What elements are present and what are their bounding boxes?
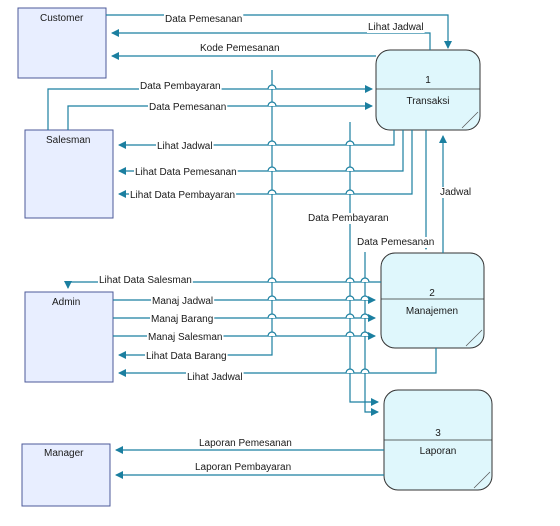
label-cust-data-pemesanan: Data Pemesanan	[165, 14, 242, 25]
label-kode-pemesanan: Kode Pemesanan	[200, 43, 280, 54]
label-lihat-data-pemesanan: Lihat Data Pemesanan	[135, 167, 237, 178]
label-lihat-data-pembayaran: Lihat Data Pembayaran	[130, 190, 235, 201]
label-manaj-salesman: Manaj Salesman	[148, 332, 222, 343]
label-data-pemesanan-laporan: Data Pemesanan	[357, 237, 434, 248]
process-3-number: 3	[435, 428, 441, 439]
flow-lihat-data-salesman	[64, 281, 381, 289]
label-data-pembayaran-laporan: Data Pembayaran	[308, 213, 389, 224]
process-2-number: 2	[429, 288, 435, 299]
entity-customer-label: Customer	[40, 13, 84, 24]
label-laporan-pembayaran: Laporan Pembayaran	[195, 462, 291, 473]
flow-lihat-data-pembayaran	[118, 130, 413, 198]
process-1-transaksi[interactable]: 1 Transaksi	[375, 49, 481, 131]
entity-customer[interactable]: Customer	[17, 7, 107, 79]
label-lihat-jadwal-customer: Lihat Jadwal	[368, 22, 424, 33]
flow-data-pemesanan-laporan	[364, 252, 379, 416]
label-lihat-jadwal-admin: Lihat Jadwal	[187, 372, 243, 383]
process-1-number: 1	[425, 75, 431, 86]
label-laporan-pemesanan: Laporan Pemesanan	[199, 438, 292, 449]
process-1-name: Transaksi	[407, 96, 450, 107]
label-manaj-barang: Manaj Barang	[151, 314, 213, 325]
process-2-manajemen[interactable]: 2 Manajemen	[380, 252, 485, 349]
flow-data-pembayaran-sales	[47, 85, 373, 130]
flow-data-pembayaran-laporan	[349, 122, 379, 406]
entity-salesman-label: Salesman	[46, 135, 90, 146]
entity-manager[interactable]: Manager	[21, 443, 111, 507]
label-lihat-jadwal-sales: Lihat Jadwal	[157, 141, 213, 152]
label-data-pembayaran-sales: Data Pembayaran	[140, 81, 221, 92]
entity-manager-label: Manager	[44, 448, 84, 459]
process-2-name: Manajemen	[406, 306, 458, 317]
entity-admin[interactable]: Admin	[24, 291, 114, 383]
label-data-pemesanan-sales: Data Pemesanan	[149, 102, 226, 113]
process-3-laporan[interactable]: 3 Laporan	[383, 389, 493, 491]
entity-admin-label: Admin	[52, 297, 80, 308]
entity-salesman[interactable]: Salesman	[24, 129, 114, 219]
label-manaj-jadwal: Manaj Jadwal	[152, 296, 213, 307]
flow-lihat-jadwal-customer	[111, 29, 431, 50]
process-3-name: Laporan	[420, 446, 457, 457]
label-jadwal: Jadwal	[440, 187, 471, 198]
label-lihat-data-barang: Lihat Data Barang	[146, 351, 227, 362]
label-lihat-data-salesman: Lihat Data Salesman	[99, 275, 192, 286]
